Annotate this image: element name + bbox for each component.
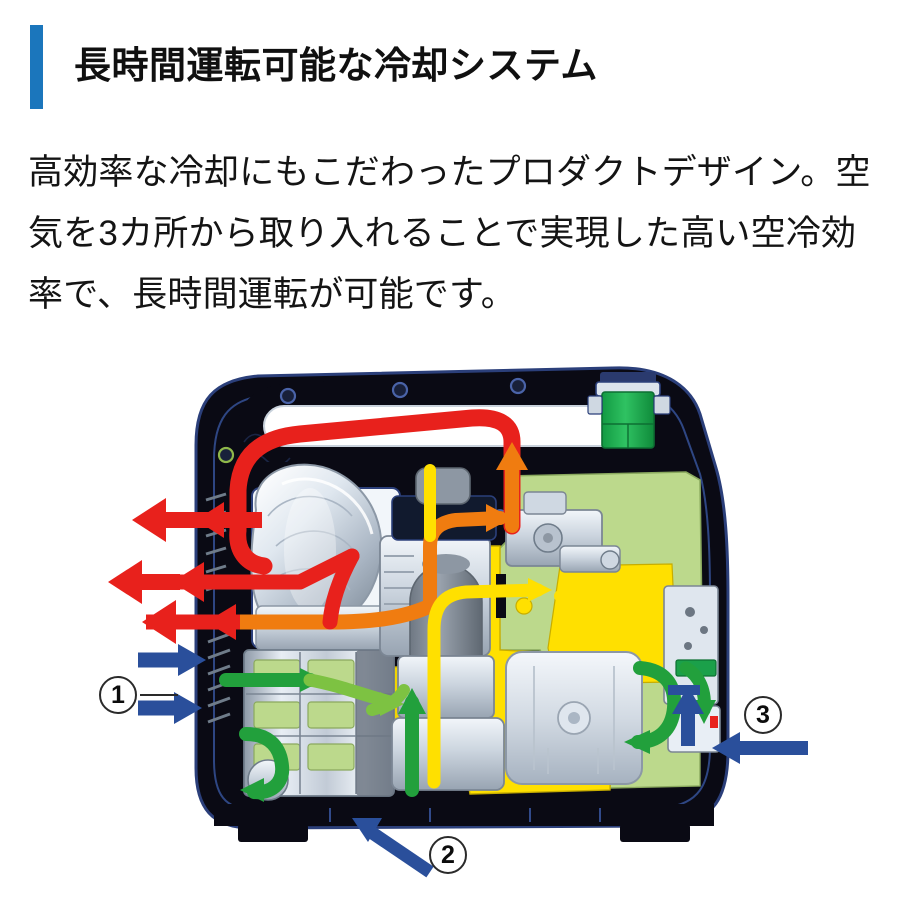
generator-cutaway-figure: 1 2 3 [0, 350, 900, 900]
exhaust-airflow-arrows [108, 409, 528, 644]
carburetor-assembly [496, 491, 621, 618]
heading-accent-bar [30, 25, 43, 109]
callout-marker-2: 2 [429, 836, 467, 874]
fuel-cap [587, 372, 671, 449]
callout-marker-3: 3 [744, 696, 782, 734]
section-heading: 長時間運転可能な冷却システム [0, 0, 900, 128]
alternator-inverter-stack [243, 649, 395, 801]
generator-cutaway-illustration [108, 366, 808, 878]
internal-airflow-green [219, 661, 716, 802]
internal-airflow-yellow [424, 464, 614, 789]
muffler-box [505, 651, 643, 785]
page-title: 長時間運転可能な冷却システム [74, 45, 598, 86]
intake-airflow-arrows [138, 644, 808, 878]
callout-marker-1: 1 [99, 676, 137, 714]
generator-base-feet [214, 804, 714, 842]
body-paragraph: 高効率な冷却にもこだわったプロダクトデザイン。空気を3カ所から取り入れることで実… [28, 153, 871, 314]
